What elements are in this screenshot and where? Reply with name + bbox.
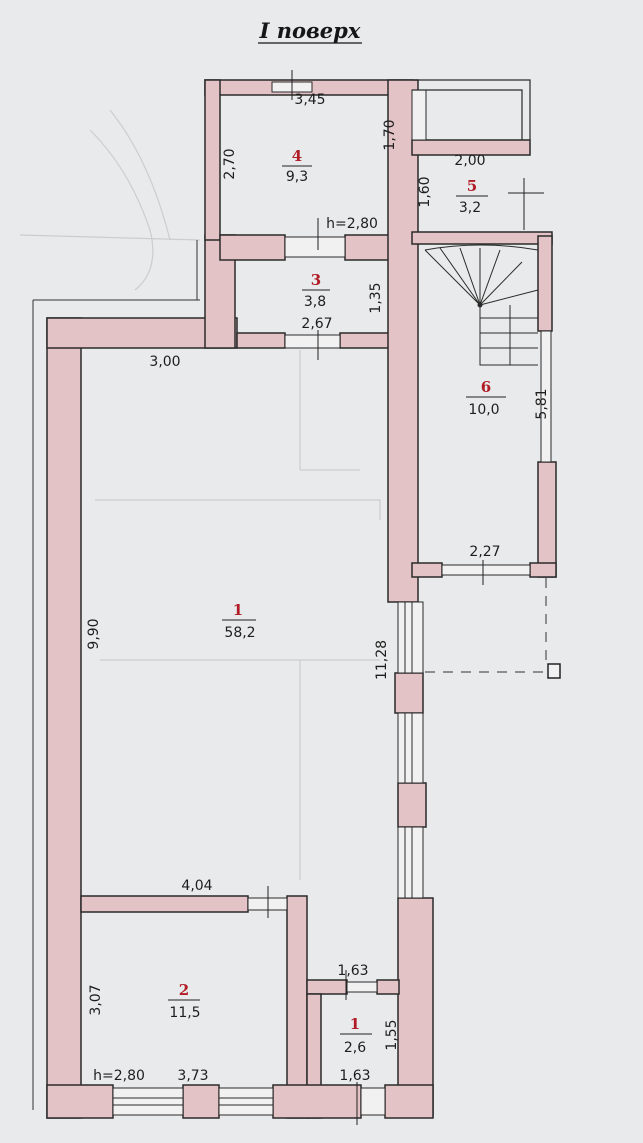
room-area-3: 3,8: [304, 294, 326, 310]
external-post: [547, 663, 561, 679]
dim-r4-height: h=2,80: [326, 216, 378, 232]
wall-r4-left: [204, 79, 221, 241]
openings: [112, 81, 552, 1116]
window-right-1: [397, 601, 424, 674]
dim-rs-right: 1,55: [384, 1019, 400, 1050]
dim-rs-bottom: 1,63: [339, 1068, 370, 1084]
room-area-6: 10,0: [468, 402, 499, 418]
wall-r5-bottom: [411, 231, 553, 245]
wall-bottom-left: [46, 1084, 114, 1119]
wall-r6-bottom-right: [529, 562, 557, 578]
room-label-5: 5 3,2: [456, 177, 488, 216]
room-number-4: 4: [292, 147, 302, 165]
wall-r3-bottom-right: [339, 332, 391, 349]
window-bottom-left: [112, 1087, 184, 1116]
dim-r2-height: h=2,80: [93, 1068, 145, 1084]
walls: [46, 79, 557, 1119]
wall-central: [387, 79, 419, 603]
window-r6-right: [540, 330, 552, 463]
door-bottom: [360, 1087, 386, 1116]
wall-r6-bottom-left: [411, 562, 443, 578]
staircase: [424, 244, 539, 366]
dim-r4-left: 2,70: [222, 148, 238, 179]
room-area-small: 2,6: [344, 1040, 366, 1056]
wall-rs-top-right: [376, 979, 400, 995]
dim-r2-bottom: 3,73: [177, 1068, 208, 1084]
dim-r1-bottom: 4,04: [181, 878, 212, 894]
dim-r4-right: 1,70: [382, 119, 398, 150]
wall-rs-top-left: [306, 979, 348, 995]
wall-bottom-far-right: [384, 1084, 434, 1119]
plan-title: I поверх: [259, 18, 361, 43]
wall-r6-right-lower: [537, 461, 557, 578]
window-bottom-mid: [218, 1087, 274, 1116]
dim-r1-top: 3,00: [149, 354, 180, 370]
dim-r1-right: 11,28: [374, 640, 390, 680]
door-r4-r3: [284, 236, 346, 258]
room-label-small: 1 2,6: [340, 1015, 372, 1056]
wall-bottom-right: [272, 1084, 362, 1119]
dimension-labels: 3,45 2,70 1,70 h=2,80 2,00 1,60 1,35 2,6…: [86, 92, 550, 1084]
wall-r6-right: [537, 235, 553, 332]
wall-pier-1: [394, 672, 424, 714]
room-number-3: 3: [311, 271, 321, 289]
wall-pier-2: [397, 782, 427, 828]
dimension-ticks: [267, 70, 544, 1125]
room-number-2: 2: [179, 981, 189, 999]
external-dashed: [425, 578, 548, 673]
dim-r3-bottom: 2,67: [301, 316, 332, 332]
wall-left: [46, 317, 82, 1119]
window-right-3: [397, 826, 424, 899]
room-label-3: 3 3,8: [302, 271, 330, 310]
room-label-6: 6 10,0: [466, 378, 506, 418]
room-label-1: 1 58,2: [222, 601, 256, 641]
dim-r1-left: 9,90: [86, 618, 102, 649]
annex-outline: [412, 79, 531, 140]
window-right-2: [397, 712, 424, 784]
wall-r3-bottom-left: [236, 332, 286, 349]
room-number-small: 1: [350, 1015, 360, 1033]
door-r3-r1: [284, 334, 341, 349]
room-label-2: 2 11,5: [168, 981, 201, 1021]
dim-r6-bottom: 2,27: [469, 544, 500, 560]
dim-rs-top: 1,63: [337, 963, 368, 979]
room-number-6: 6: [481, 378, 491, 396]
background-pencil-marks: [19, 109, 381, 880]
room-area-5: 3,2: [459, 200, 481, 216]
wall-r4-bottom-left: [219, 234, 286, 261]
room-label-4: 4 9,3: [282, 147, 312, 185]
window-r6-bottom: [441, 564, 531, 576]
wall-right-lower: [397, 897, 434, 1117]
room-number-1: 1: [233, 601, 243, 619]
dim-r4-top: 3,45: [294, 92, 325, 108]
room-area-2: 11,5: [169, 1005, 200, 1021]
dim-r3-right: 1,35: [368, 282, 384, 313]
window-r5-left: [411, 89, 427, 141]
wall-r1-r2: [80, 895, 249, 913]
wall-r5-top: [411, 139, 531, 156]
door-rs: [346, 981, 378, 993]
room-area-1: 58,2: [224, 625, 255, 641]
dim-r2-left: 3,07: [88, 984, 104, 1015]
room-area-4: 9,3: [286, 169, 308, 185]
dim-r5-top: 2,00: [454, 153, 485, 169]
ground-hatch: [32, 240, 200, 1110]
dim-r5-left: 1,60: [417, 176, 433, 207]
wall-bottom-mid: [182, 1084, 220, 1119]
dim-r6-right: 5,81: [534, 388, 550, 419]
wall-r4-bottom-right: [344, 234, 391, 261]
room-number-5: 5: [467, 177, 477, 195]
